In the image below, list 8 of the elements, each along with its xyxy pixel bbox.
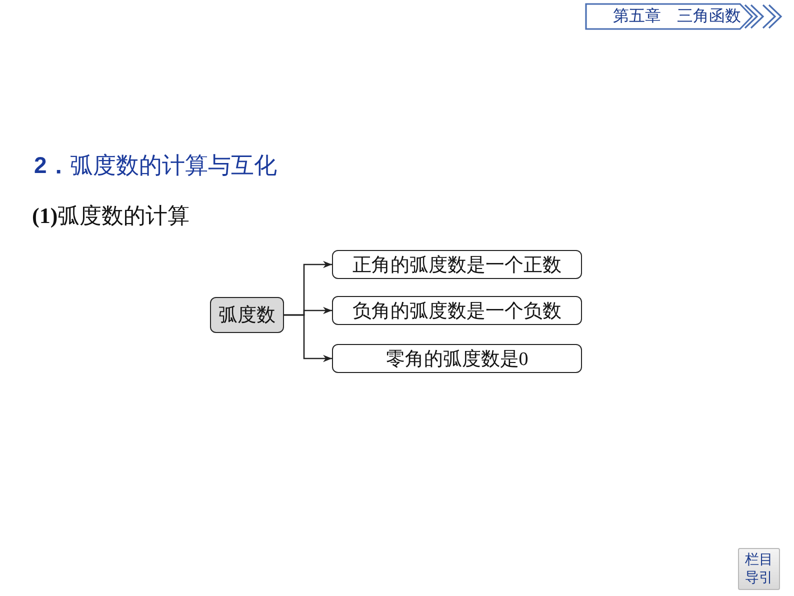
nav-button: 栏目导引 [738, 548, 780, 590]
rounded-box: 零角的弧度数是0 [332, 344, 582, 373]
arrow [284, 314, 332, 362]
section-heading: 2．弧度数的计算与互化 [34, 151, 277, 179]
rounded-box: 正角的弧度数是一个正数 [332, 250, 582, 279]
rounded-box: 负角的弧度数是一个负数 [332, 296, 582, 325]
rounded-box: 弧度数 [210, 297, 284, 333]
subheading: (1)弧度数的计算 [32, 202, 190, 230]
